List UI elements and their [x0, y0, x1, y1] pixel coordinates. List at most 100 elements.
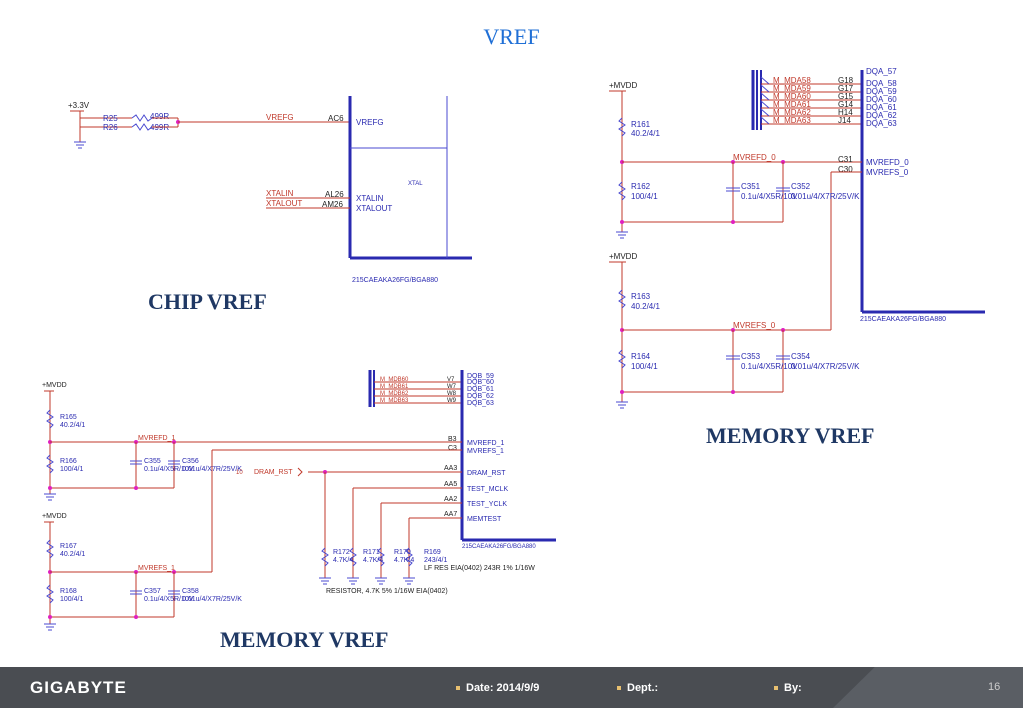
power-label: +3.3V [68, 101, 90, 110]
ground-symbol [615, 401, 629, 409]
resistor-symbol [321, 547, 329, 567]
capacitor-ref: C356 [182, 458, 199, 465]
resistor-symbol [131, 114, 153, 122]
section-title-chip-vref: CHIP VREF [148, 289, 267, 314]
pin-signal: DQB_61 [467, 386, 494, 393]
net-label: M_MDA59 [773, 84, 811, 93]
footer-dept-text: Dept.: [627, 682, 659, 694]
resistor-ref: R172 [333, 549, 350, 556]
part-number: 215CAEAKA26FG/BGA880 [860, 316, 946, 323]
pin-signal: DRAM_RST [467, 470, 506, 477]
capacitor-value: 0.01u/4/X7R/25V/K [791, 192, 860, 201]
pin-signal: TEST_MCLK [467, 486, 509, 493]
net-label: M_MDA62 [773, 108, 811, 117]
resistor-symbol [405, 547, 413, 567]
resistor-ref: R164 [631, 352, 651, 361]
capacitor-value: 0.1u/4/X5R/10V [144, 596, 194, 603]
ground-symbol [73, 141, 87, 149]
net-label: M_MDB62 [380, 391, 409, 397]
part-number: 215CAEAKA26FG/BGA880 [462, 544, 536, 550]
net-label: XTALIN [266, 189, 294, 198]
net-label: MVREFD_0 [733, 153, 776, 162]
resistor-symbol [46, 409, 54, 429]
capacitor-value: 0.1u/4/X5R/10V [144, 466, 194, 473]
power-label: +MVDD [609, 81, 637, 90]
resistor-value: 40.2/4/1 [60, 422, 85, 429]
resistor-value: 100/4/1 [60, 466, 83, 473]
net-label: MVREFD_1 [138, 435, 175, 442]
pin-number: G15 [838, 92, 854, 101]
part-note: LF RES EIA(0402) 243R 1% 1/16W [424, 565, 535, 572]
pin-number: C31 [838, 155, 853, 164]
bullet-icon [617, 686, 621, 691]
pin-signal: TEST_YCLK [467, 501, 507, 508]
pin-signal: DQA_61 [866, 103, 897, 112]
resistor-ref: R162 [631, 182, 651, 191]
resistor-ref: R161 [631, 120, 651, 129]
pin-signal: DQA_59 [866, 87, 897, 96]
capacitor-ref: C354 [791, 352, 811, 361]
resistor-ref: R26 [103, 123, 118, 132]
resistor-symbol [131, 123, 153, 131]
capacitor-ref: C351 [741, 182, 761, 191]
capacitor-value: 0.1u/4/X5R/10V [741, 362, 798, 371]
pin-number: H14 [838, 108, 853, 117]
resistor-symbol [618, 289, 626, 309]
resistor-ref: R166 [60, 458, 77, 465]
capacitor-value: 0.01u/4/X7R/25V/K [182, 466, 242, 473]
ground-symbol [346, 577, 360, 585]
net-label: DRAM_RST [254, 469, 293, 476]
pin-number: AA2 [444, 496, 457, 503]
capacitor-value: 0.01u/4/X7R/25V/K [791, 362, 860, 371]
power-label: +MVDD [42, 382, 67, 389]
pin-number: W9 [447, 398, 457, 404]
block-label: XTAL [408, 181, 423, 187]
resistor-symbol [349, 547, 357, 567]
net-label: M_MDB63 [380, 398, 409, 404]
resistor-value: 4.7K/4 [394, 557, 414, 564]
pin-number: W7 [447, 384, 457, 390]
net-label: M_MDA58 [773, 76, 811, 85]
pin-number: J14 [838, 116, 851, 125]
ground-symbol [318, 577, 332, 585]
pin-signal: DQA_58 [866, 79, 897, 88]
resistor-value: 100/4/1 [631, 192, 658, 201]
pin-number: AA7 [444, 511, 457, 518]
schematic-canvas: +3.3V R25 R26 499R 499R VREFG AC6 VREFG … [42, 67, 985, 631]
resistor-ref: R170 [394, 549, 411, 556]
resistor-value: 100/4/1 [60, 596, 83, 603]
resistor-value: 40.2/4/1 [60, 551, 85, 558]
resistor-symbol [618, 117, 626, 137]
pin-number: AC6 [328, 114, 344, 123]
pin-signal: DQB_59 [467, 373, 494, 380]
net-label: XTALOUT [266, 199, 302, 208]
resistor-value: 40.2/4/1 [631, 302, 660, 311]
ground-symbol [374, 577, 388, 585]
pin-signal: VREFG [356, 118, 384, 127]
pin-signal: DQB_62 [467, 393, 494, 400]
net-label: M_MDA63 [773, 116, 811, 125]
resistor-ref: R169 [424, 549, 441, 556]
resistor-ref: R165 [60, 414, 77, 421]
footer-date: Date: 2014/9/9 [456, 682, 539, 694]
footer-by: By: [774, 682, 802, 694]
pin-signal: XTALIN [356, 194, 384, 203]
resistor-value: 243/4/1 [424, 557, 447, 564]
pin-signal: MEMTEST [467, 516, 502, 523]
ground-symbol [402, 577, 416, 585]
pin-number: AA3 [444, 465, 457, 472]
pin-signal: DQB_60 [467, 379, 494, 386]
footer-bar: GIGABYTE Date: 2014/9/9 Dept.: By: 16 [0, 667, 1023, 708]
resistor-ref: R163 [631, 292, 651, 301]
pin-signal: MVREFS_0 [866, 168, 909, 177]
ground-symbol [615, 231, 629, 239]
resistor-symbol [618, 181, 626, 201]
pin-number: G18 [838, 76, 854, 85]
pin-number: G14 [838, 100, 854, 109]
net-label: M_MDB61 [380, 384, 409, 390]
pin-number: AM26 [322, 200, 343, 209]
resistor-ref: R167 [60, 543, 77, 550]
footer-by-text: By: [784, 682, 802, 694]
resistor-ref: R25 [103, 114, 118, 123]
